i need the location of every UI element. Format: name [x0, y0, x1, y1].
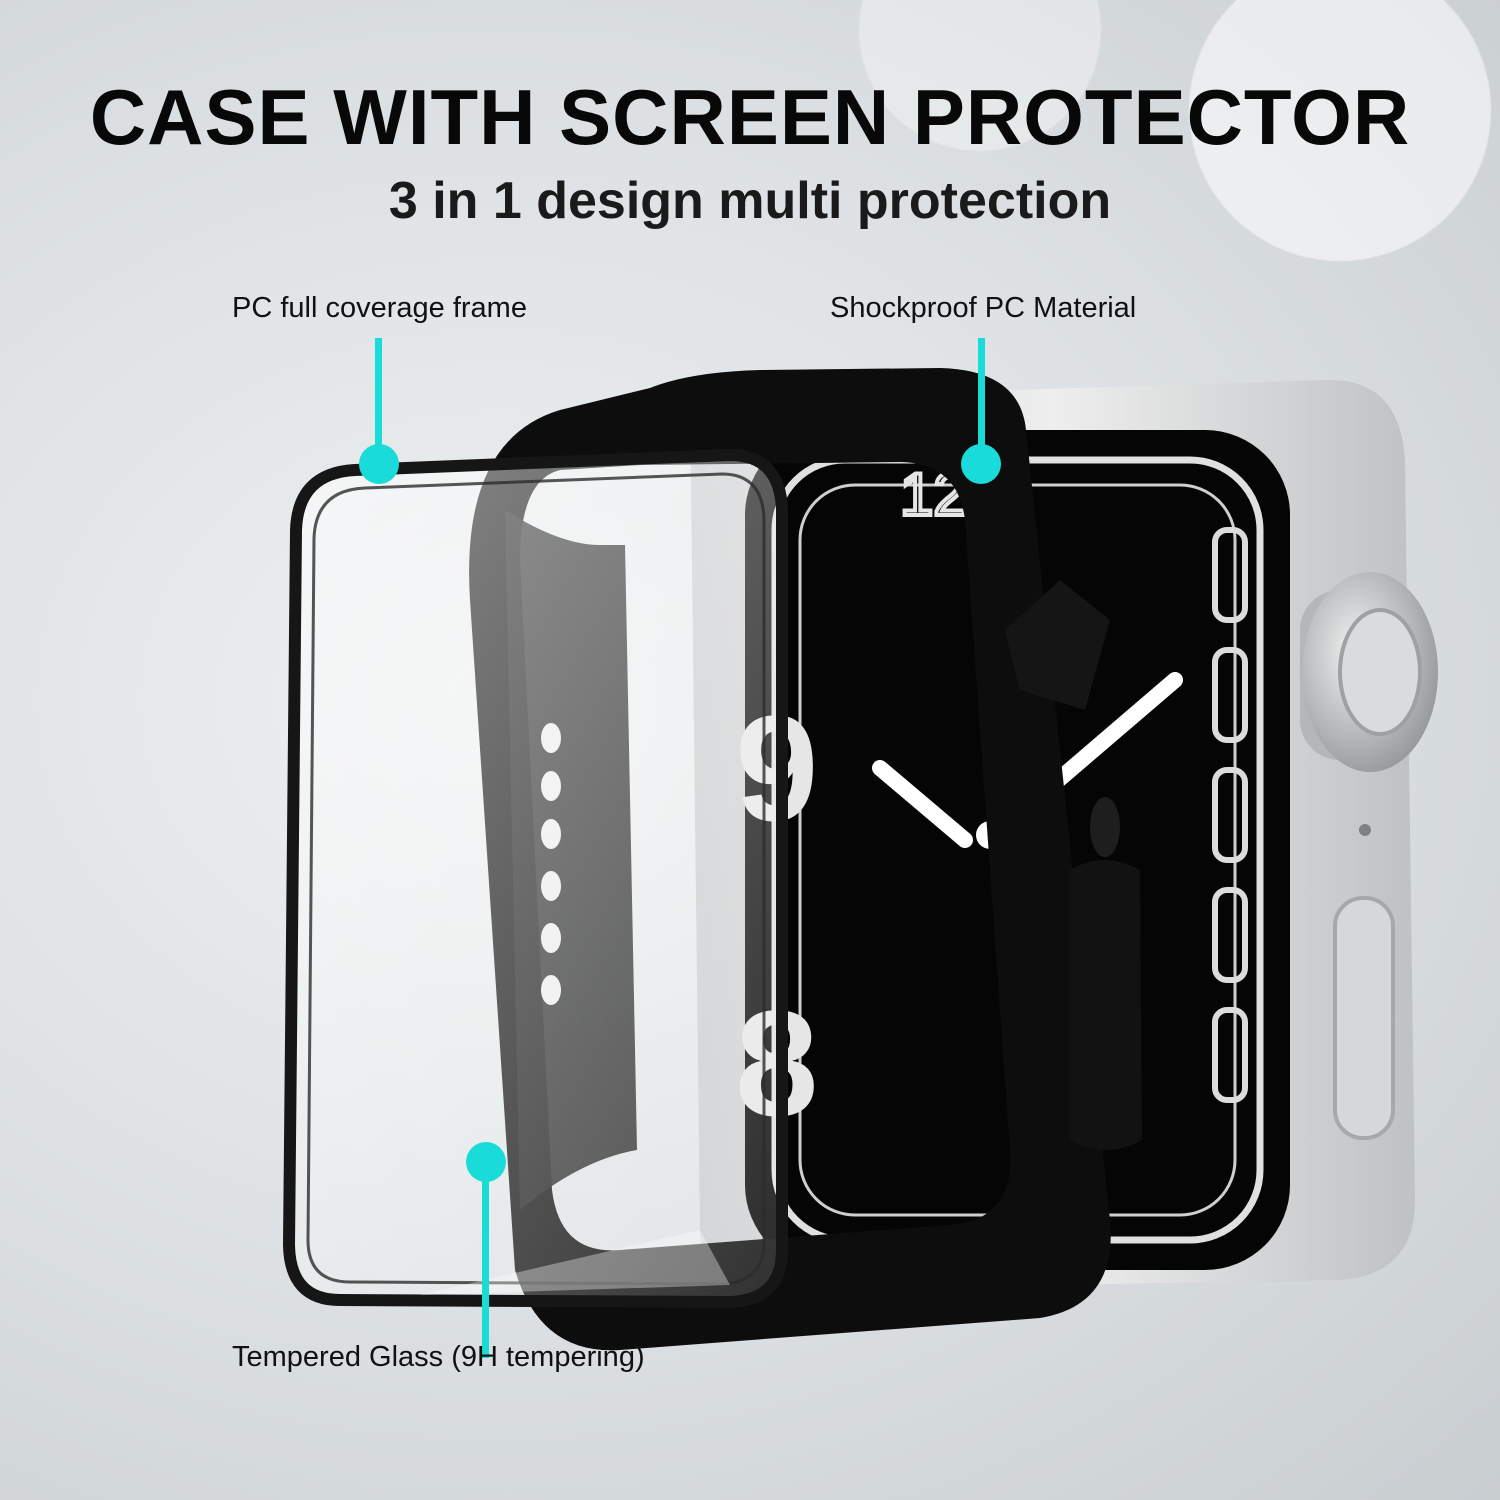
digital-crown-icon — [1300, 572, 1438, 772]
callout-pointer-glass — [466, 1142, 506, 1358]
callout-label-material: Shockproof PC Material — [830, 292, 1137, 324]
hour-hand-icon — [872, 760, 973, 848]
page-title: CASE WITH SCREEN PROTECTOR — [89, 73, 1411, 161]
side-button-icon — [1333, 896, 1395, 1140]
callout-label-frame: PC full coverage frame — [232, 292, 527, 324]
page-subtitle: 3 in 1 design multi protection — [388, 172, 1112, 230]
tempered-glass-protector — [283, 449, 788, 1308]
callout-pointer-material — [961, 338, 1001, 484]
callout-label-glass: Tempered Glass (9H tempering) — [232, 1341, 645, 1373]
callout-pointer-frame — [359, 338, 399, 484]
